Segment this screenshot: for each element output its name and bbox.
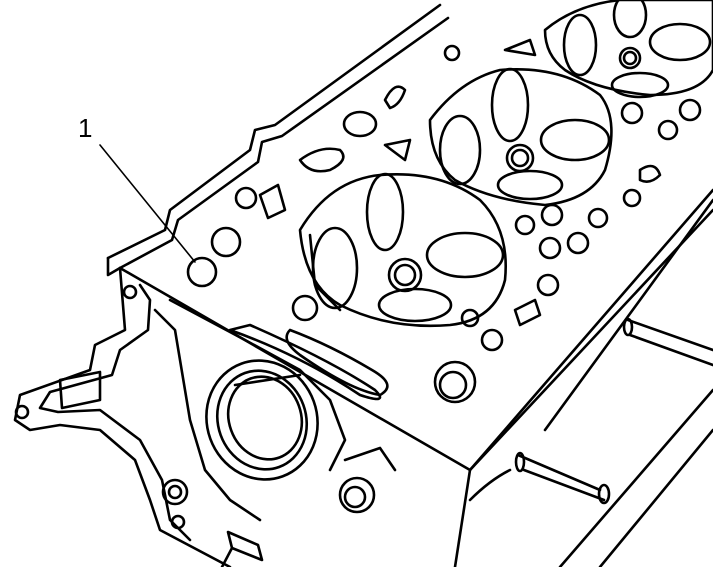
end-slot: [228, 294, 477, 514]
callout-label-1: 1: [78, 113, 92, 143]
combustion-chamber-3: [543, 0, 713, 99]
camshaft-bore: [205, 359, 319, 481]
combustion-chamber-2: [428, 67, 613, 207]
end-face: [13, 266, 347, 567]
combustion-chamber-1: [298, 172, 507, 328]
callout-1: [99, 144, 196, 263]
side-studs: [468, 198, 713, 505]
callout-leader-line: [99, 144, 196, 263]
deck-holes: [186, 38, 702, 352]
callout-target-hole: [186, 256, 218, 288]
